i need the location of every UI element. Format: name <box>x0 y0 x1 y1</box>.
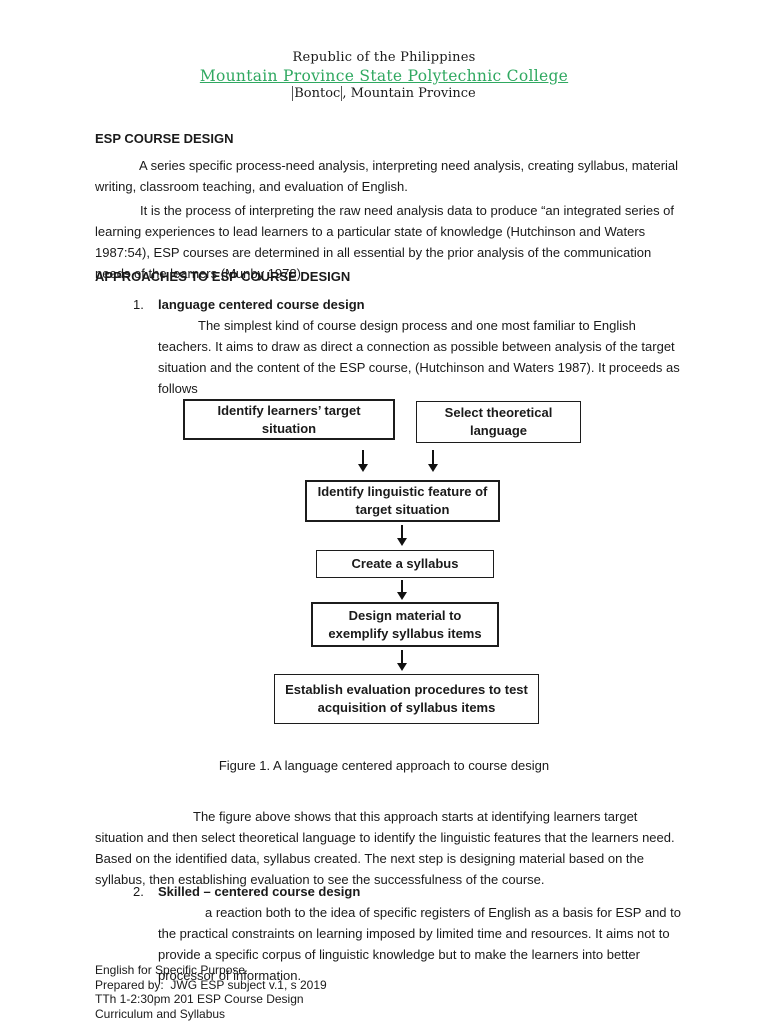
flowchart-box-create-syllabus: Create a syllabus <box>316 550 494 578</box>
location-line: Bontoc, Mountain Province <box>0 86 768 101</box>
list-item-1: 1. language centered course design The s… <box>133 294 681 399</box>
arrow-down-icon <box>396 580 408 600</box>
section-title-approaches: APPROACHES TO ESP COURSE DESIGN <box>95 269 351 284</box>
flowchart-box-identify-target-situation: Identify learners’ target situation <box>183 399 395 440</box>
list-item-1-text: The simplest kind of course design proce… <box>158 318 680 396</box>
paragraph-figure-explanation: The figure above shows that this approac… <box>95 809 675 887</box>
list-number: 2. <box>133 884 144 899</box>
section-title-esp-course-design: ESP COURSE DESIGN <box>95 131 234 146</box>
college-link[interactable]: Mountain Province State Polytechnic Coll… <box>199 67 569 85</box>
list-number: 1. <box>133 297 144 312</box>
page-footer: English for Specific Purpose Prepared by… <box>95 963 327 1021</box>
arrow-down-icon <box>396 525 408 546</box>
list-item-2: 2. Skilled – centered course design a re… <box>133 881 681 986</box>
flowchart-box-select-theoretical-language: Select theoretical language <box>416 401 581 443</box>
location-rest: , Mountain Province <box>342 86 476 101</box>
list-item-2-heading: Skilled – centered course design <box>158 884 361 899</box>
flowchart-box-identify-linguistic-feature: Identify linguistic feature of target si… <box>305 480 500 522</box>
footer-line: Prepared by: JWG ESP subject v.1, s 2019 <box>95 977 327 992</box>
selected-text: Bontoc <box>292 86 343 101</box>
footer-line: TTh 1-2:30pm 201 ESP Course Design <box>95 992 304 1006</box>
arrow-down-icon <box>427 450 439 472</box>
list-item-1-heading: language centered course design <box>158 297 365 312</box>
footer-line: English for Specific Purpose <box>95 963 246 977</box>
arrow-down-icon <box>396 650 408 671</box>
flowchart-box-design-material: Design material to exemplify syllabus it… <box>311 602 499 647</box>
paragraph-process: It is the process of interpreting the ra… <box>95 203 675 281</box>
list-item-2-text: a reaction both to the idea of specific … <box>158 905 681 983</box>
country-line: Republic of the Philippines <box>292 50 476 65</box>
arrow-down-icon <box>357 450 369 472</box>
flowchart-box-establish-evaluation: Establish evaluation procedures to test … <box>274 674 539 724</box>
letterhead: Republic of the Philippines Mountain Pro… <box>0 50 768 101</box>
footer-line: Curriculum and Syllabus <box>95 1006 226 1021</box>
paragraph-definition: A series specific process-need analysis,… <box>95 158 679 194</box>
figure-caption: Figure 1. A language centered approach t… <box>218 758 550 773</box>
